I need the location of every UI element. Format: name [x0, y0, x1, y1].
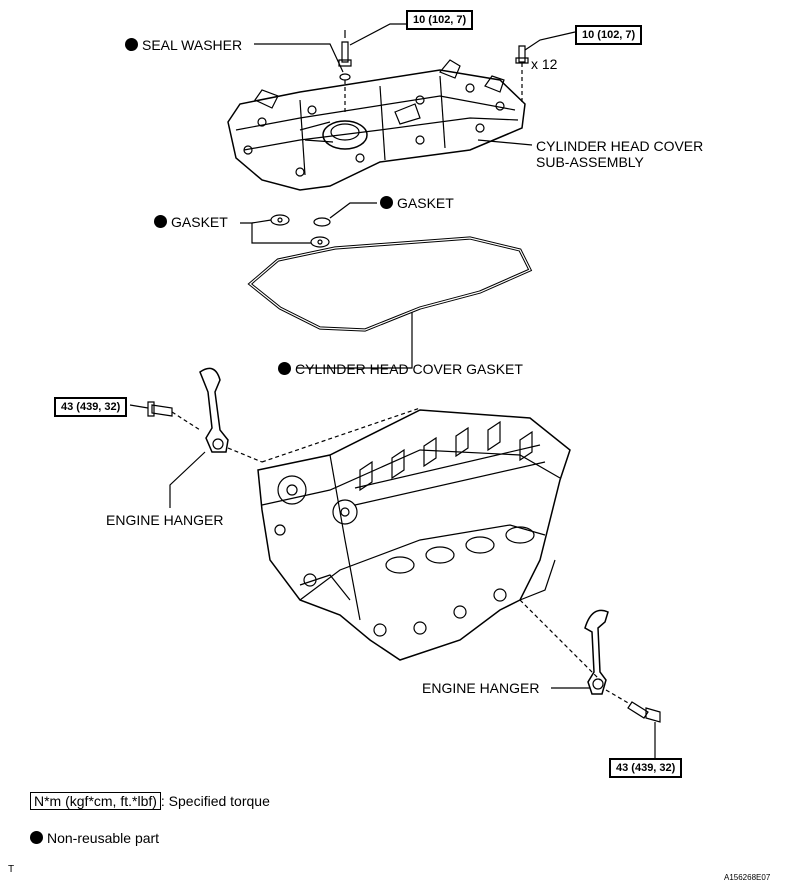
- figure-id: A156268E07: [724, 873, 771, 882]
- legend-nonreusable: Non-reusable part: [30, 830, 159, 846]
- nonreusable-dot-icon: [30, 831, 43, 844]
- gasket-right-text: GASKET: [397, 195, 454, 211]
- label-cylinder-head-cover: CYLINDER HEAD COVER SUB-ASSEMBLY: [536, 138, 703, 170]
- label-engine-hanger-left: ENGINE HANGER: [106, 512, 224, 528]
- engine-hanger-left-drawing: [129, 367, 263, 508]
- label-seal-washer: SEAL WASHER: [125, 37, 242, 53]
- label-cylinder-head-cover-gasket: CYLINDER HEAD COVER GASKET: [278, 361, 523, 377]
- nonreusable-dot-icon: [380, 196, 393, 209]
- legend-torque-unit: N*m (kgf*cm, ft.*lbf): [30, 792, 161, 810]
- dashed-alignment-left: [261, 407, 421, 463]
- engine-hanger-right-drawing: [551, 609, 661, 758]
- nonreusable-dot-icon: [125, 38, 138, 51]
- leader-cyl-head-cover: [477, 139, 533, 146]
- cyl-head-cover-line1: CYLINDER HEAD COVER: [536, 138, 704, 154]
- torque-box-top-center: 10 (102, 7): [406, 10, 474, 30]
- cyl-head-cover-line2: SUB-ASSEMBLY: [536, 154, 644, 170]
- label-qty: x 12: [531, 56, 558, 72]
- dashed-alignment-right: [519, 599, 601, 681]
- label-engine-hanger-right: ENGINE HANGER: [422, 680, 540, 696]
- legend-torque: N*m (kgf*cm, ft.*lbf): Specified torque: [30, 792, 270, 810]
- leader-seal-washer: [254, 43, 344, 73]
- small-gaskets-drawing: [240, 202, 377, 248]
- torque-box-bottom-right: 43 (439, 32): [609, 758, 683, 778]
- gasket-left-text: GASKET: [171, 214, 228, 230]
- cylinder-head-cover-drawing: [227, 59, 526, 191]
- corner-letter: T: [8, 864, 15, 875]
- label-gasket-left: GASKET: [154, 214, 228, 230]
- nonreusable-dot-icon: [154, 215, 167, 228]
- legend-torque-desc: : Specified torque: [160, 793, 270, 809]
- torque-box-left: 43 (439, 32): [54, 397, 128, 417]
- cyl-head-cover-gasket-text: CYLINDER HEAD COVER GASKET: [295, 361, 523, 377]
- seal-washer-text: SEAL WASHER: [142, 37, 243, 53]
- cylinder-head-drawing: [257, 409, 571, 661]
- cylinder-head-cover-gasket-drawing: [247, 236, 533, 369]
- legend-nonreusable-text: Non-reusable part: [47, 830, 160, 846]
- nonreusable-dot-icon: [278, 362, 291, 375]
- torque-box-top-right: 10 (102, 7): [575, 25, 643, 45]
- cover-bolt-drawing: [515, 45, 529, 102]
- label-gasket-right: GASKET: [380, 195, 454, 211]
- leader-torque-top-right: [524, 31, 576, 51]
- seal-washer-bolt-drawing: [338, 30, 352, 112]
